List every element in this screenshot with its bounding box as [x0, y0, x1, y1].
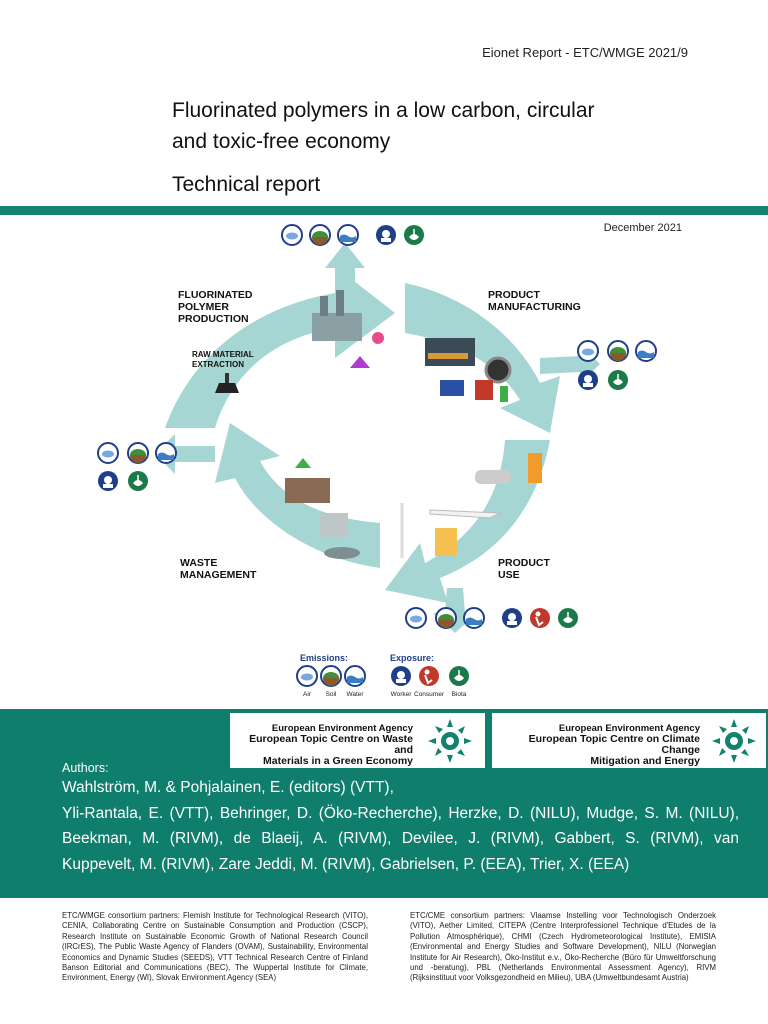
legend-biota-label: Biota — [452, 691, 467, 698]
authors-line-1: Wahlström, M. & Pohjalainen, E. (editors… — [62, 779, 394, 796]
air-icon — [405, 607, 427, 629]
soil-icon — [309, 224, 331, 246]
consumer-icon — [418, 665, 440, 687]
stage-raw-line-1: RAW MATERIAL — [192, 350, 254, 359]
icons-bottom — [405, 607, 579, 629]
stage-production-line-1: FLUORINATED — [178, 289, 253, 301]
stage-raw-line-2: EXTRACTION — [192, 360, 244, 369]
biota-icon — [448, 665, 470, 687]
water-icon — [344, 665, 366, 687]
soil-icon — [320, 665, 342, 687]
stage-label-use: PRODUCT USE — [498, 557, 551, 581]
air-icon — [281, 224, 303, 246]
worker-icon — [376, 225, 396, 245]
etc-wmge-logo: European Environment Agency European Top… — [230, 713, 485, 768]
logo-left-line-1: European Environment Agency — [271, 723, 413, 734]
consumer-icon — [529, 607, 551, 629]
authors-label: Authors: — [62, 761, 109, 775]
stage-waste-line-1: WASTE — [180, 557, 217, 569]
icons-left — [97, 442, 177, 492]
page-title: Fluorinated polymers in a low carbon, ci… — [172, 95, 672, 157]
air-icon — [296, 665, 318, 687]
stage-production-line-2: POLYMER — [178, 301, 229, 313]
industry-scenery — [215, 290, 542, 559]
soil-icon — [607, 340, 629, 362]
soil-icon — [127, 442, 149, 464]
lifecycle-diagram: FLUORINATED POLYMER PRODUCTION RAW MATER… — [97, 224, 657, 698]
biota-icon — [127, 470, 149, 492]
stage-production-line-3: PRODUCTION — [178, 313, 249, 325]
logo-left-line-2: European Topic Centre on Waste and — [249, 733, 413, 756]
legend-exposure-title: Exposure: — [390, 653, 434, 663]
legend-worker-label: Worker — [391, 691, 413, 698]
legend-air-label: Air — [303, 691, 312, 698]
etc-cme-partners: ETC/CME consortium partners: Vlaamse Ins… — [410, 911, 716, 983]
authors-line-3: Beekman, M. (RIVM), de Blaeij, A. (RIVM)… — [62, 830, 739, 847]
report-date: December 2021 — [603, 222, 682, 234]
icons-top — [281, 224, 425, 246]
logo-right-line-1: European Environment Agency — [558, 723, 700, 734]
title-line-1: Fluorinated polymers in a low carbon, ci… — [172, 99, 595, 122]
etc-cme-logo-text: European Environment Agency European Top… — [496, 723, 700, 767]
stage-label-raw-material: RAW MATERIAL EXTRACTION — [192, 350, 254, 369]
biota-icon — [607, 369, 629, 391]
etc-wmge-logo-text: European Environment Agency European Top… — [238, 723, 413, 767]
stage-manufacturing-line-2: MANUFACTURING — [488, 301, 581, 313]
eea-sun-logo-icon — [428, 719, 472, 763]
water-icon — [463, 607, 485, 629]
report-id: Eionet Report - ETC/WMGE 2021/9 — [482, 45, 688, 60]
worker-icon — [578, 370, 598, 390]
legend-water-label: Water — [346, 691, 364, 698]
logo-right-line-2: European Topic Centre on Climate Change — [528, 733, 700, 756]
water-icon — [337, 224, 359, 246]
authors-line-4: Kuppevelt, M. (RIVM), Zare Jeddi, M. (RI… — [62, 855, 630, 873]
worker-icon — [391, 666, 411, 686]
stage-manufacturing-line-1: PRODUCT — [488, 289, 541, 301]
air-icon — [97, 442, 119, 464]
legend-emissions-title: Emissions: — [300, 653, 348, 663]
legend-soil-label: Soil — [326, 691, 337, 698]
logo-right-line-3: Mitigation and Energy — [590, 755, 700, 767]
biota-icon — [403, 224, 425, 246]
etc-wmge-partners: ETC/WMGE consortium partners: Flemish In… — [62, 911, 368, 983]
stage-label-waste: WASTE MANAGEMENT — [180, 557, 257, 581]
water-icon — [635, 340, 657, 362]
water-icon — [155, 442, 177, 464]
authors-line-2: Yli-Rantala, E. (VTT), Behringer, D. (Ök… — [62, 804, 739, 822]
worker-icon — [502, 608, 522, 628]
authors-list: Wahlström, M. & Pohjalainen, E. (editors… — [62, 775, 739, 877]
legend: Emissions: Exposure: Air Soil Water Work… — [296, 653, 470, 698]
stage-waste-line-2: MANAGEMENT — [180, 569, 257, 581]
eea-sun-logo-icon — [712, 719, 756, 763]
teal-divider — [0, 206, 768, 215]
page-subtitle: Technical report — [172, 173, 321, 196]
soil-icon — [435, 607, 457, 629]
biota-icon — [557, 607, 579, 629]
air-icon — [577, 340, 599, 362]
etc-cme-logo: European Environment Agency European Top… — [492, 713, 766, 768]
legend-consumer-label: Consumer — [414, 691, 445, 698]
title-line-2: and toxic-free economy — [172, 130, 391, 153]
stage-label-manufacturing: PRODUCT MANUFACTURING — [488, 289, 581, 313]
logo-left-line-3: Materials in a Green Economy — [263, 755, 413, 767]
worker-icon — [98, 471, 118, 491]
stage-use-line-1: PRODUCT — [498, 557, 551, 569]
stage-use-line-2: USE — [498, 569, 520, 581]
stage-label-production: FLUORINATED POLYMER PRODUCTION — [178, 289, 253, 325]
